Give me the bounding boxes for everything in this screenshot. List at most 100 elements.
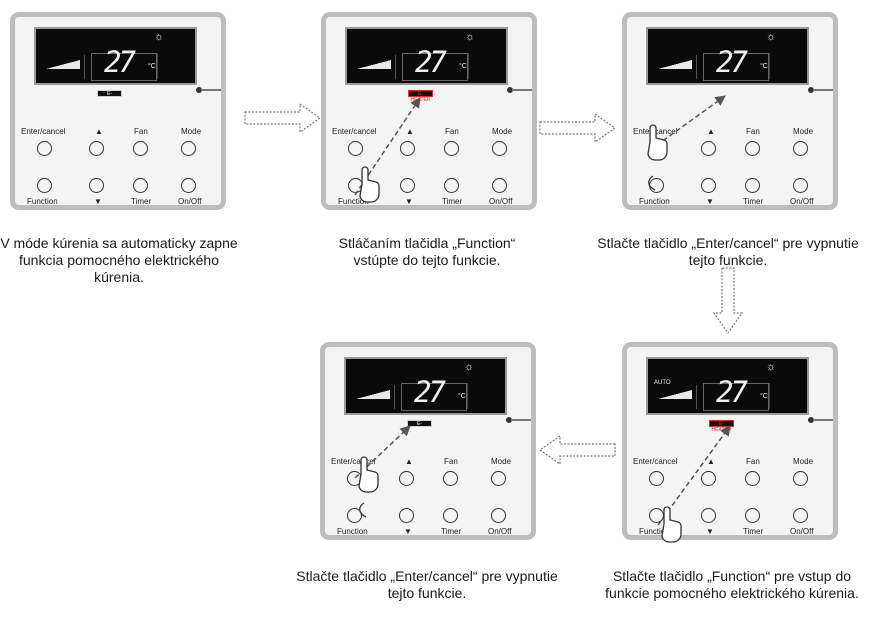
fan-button[interactable] xyxy=(443,471,458,486)
up-label: ▲ xyxy=(406,127,414,136)
caption-step-1: V móde kúrenia sa automaticky zapne funk… xyxy=(0,235,238,285)
function-button[interactable] xyxy=(347,508,362,523)
caption-step-3: Stlačte tlačidlo „Enter/cancel“ pre vypn… xyxy=(597,235,859,268)
temperature-box xyxy=(401,383,467,411)
up-button[interactable] xyxy=(701,471,716,486)
fan-label: Fan xyxy=(444,457,458,466)
function-label: Function xyxy=(639,197,670,206)
right-section xyxy=(769,383,806,409)
enter-cancel-label: Enter/cancel xyxy=(332,127,377,136)
temperature-unit: °C xyxy=(459,63,467,70)
fan-speed-section xyxy=(656,55,697,79)
led-indicator xyxy=(196,87,202,93)
timer-button[interactable] xyxy=(745,508,760,523)
flow-arrow-right-2 xyxy=(539,112,617,144)
fan-button[interactable] xyxy=(133,141,148,156)
caption-step-4: Stlačte tlačidlo „Enter/cancel“ pre vypn… xyxy=(296,568,558,601)
up-button[interactable] xyxy=(400,141,415,156)
flow-arrow-down xyxy=(712,267,744,335)
right-section xyxy=(467,383,504,409)
led-line xyxy=(201,89,221,91)
temperature-box xyxy=(91,53,157,81)
down-label: ▼ xyxy=(706,527,714,536)
up-button[interactable] xyxy=(89,141,104,156)
mode-label: Mode xyxy=(793,457,814,466)
temperature-value: 27 xyxy=(716,45,748,79)
function-label: Function xyxy=(639,527,670,536)
on-off-button[interactable] xyxy=(793,508,808,523)
on-off-button[interactable] xyxy=(793,178,808,193)
lcd-screen: ☼ 27 °C xyxy=(34,27,197,85)
fan-speed-section xyxy=(355,55,396,79)
temperature-unit: °C xyxy=(760,393,768,400)
down-button[interactable] xyxy=(400,178,415,193)
sun-icon: ☼ xyxy=(464,361,475,373)
fan-label: Fan xyxy=(445,127,459,136)
on-off-label: On/Off xyxy=(488,527,512,536)
sun-icon: ☼ xyxy=(465,31,476,43)
controller-panel-5: ☼ AUTO 27 °C E-HEATER Enter/cancel ▲ Fan… xyxy=(622,342,838,540)
led-line xyxy=(512,89,532,91)
mode-button[interactable] xyxy=(492,141,507,156)
fan-button[interactable] xyxy=(745,471,760,486)
enter-cancel-button[interactable] xyxy=(649,471,664,486)
enter-cancel-button[interactable] xyxy=(348,141,363,156)
timer-label: Timer xyxy=(442,197,463,206)
timer-button[interactable] xyxy=(133,178,148,193)
mode-button[interactable] xyxy=(491,471,506,486)
flow-arrow-left xyxy=(538,434,616,466)
led-indicator xyxy=(808,417,814,423)
temperature-value: 27 xyxy=(414,375,446,409)
temperature-unit: °C xyxy=(760,63,768,70)
lcd-screen: ☼ 27 °C xyxy=(345,27,508,85)
timer-button[interactable] xyxy=(444,178,459,193)
down-button[interactable] xyxy=(399,508,414,523)
temperature-unit: °C xyxy=(458,393,466,400)
temperature-box xyxy=(402,53,468,81)
enter-cancel-button[interactable] xyxy=(37,141,52,156)
temperature-value: 27 xyxy=(415,45,447,79)
auto-indicator: AUTO xyxy=(654,380,671,386)
caption-step-2: Stláčaním tlačidla „Function“ vstúpte do… xyxy=(338,235,516,268)
fan-label: Fan xyxy=(746,127,760,136)
controller-panel-4: ☼ 27 °C E-HEATER Enter/cancel ▲ Fan Mode… xyxy=(320,342,536,540)
sun-icon: ☼ xyxy=(766,31,777,43)
up-button[interactable] xyxy=(399,471,414,486)
up-label: ▲ xyxy=(707,127,715,136)
lcd-screen: ☼ 27 °C xyxy=(646,27,809,85)
temperature-value: 27 xyxy=(104,45,136,79)
right-section xyxy=(769,53,806,79)
on-off-button[interactable] xyxy=(181,178,196,193)
up-button[interactable] xyxy=(701,141,716,156)
down-button[interactable] xyxy=(701,178,716,193)
enter-cancel-label: Enter/cancel xyxy=(21,127,66,136)
mode-button[interactable] xyxy=(181,141,196,156)
e-heater-tag: E-HEATER xyxy=(97,90,122,103)
mode-button[interactable] xyxy=(793,471,808,486)
function-button[interactable] xyxy=(37,178,52,193)
fan-button[interactable] xyxy=(745,141,760,156)
mode-label: Mode xyxy=(793,127,814,136)
led-line xyxy=(813,89,833,91)
e-heater-tag: E-HEATER xyxy=(407,420,432,433)
down-label: ▼ xyxy=(405,197,413,206)
mode-button[interactable] xyxy=(793,141,808,156)
led-line xyxy=(511,419,531,421)
on-off-button[interactable] xyxy=(491,508,506,523)
on-off-label: On/Off xyxy=(489,197,513,206)
sun-icon: ☼ xyxy=(766,361,777,373)
timer-button[interactable] xyxy=(443,508,458,523)
timer-button[interactable] xyxy=(745,178,760,193)
timer-label: Timer xyxy=(131,197,152,206)
on-off-button[interactable] xyxy=(492,178,507,193)
down-label: ▼ xyxy=(404,527,412,536)
function-label: Function xyxy=(27,197,58,206)
up-label: ▲ xyxy=(95,127,103,136)
temperature-unit: °C xyxy=(148,63,156,70)
down-button[interactable] xyxy=(89,178,104,193)
fan-button[interactable] xyxy=(444,141,459,156)
led-line xyxy=(813,419,833,421)
mode-label: Mode xyxy=(181,127,202,136)
down-button[interactable] xyxy=(701,508,716,523)
